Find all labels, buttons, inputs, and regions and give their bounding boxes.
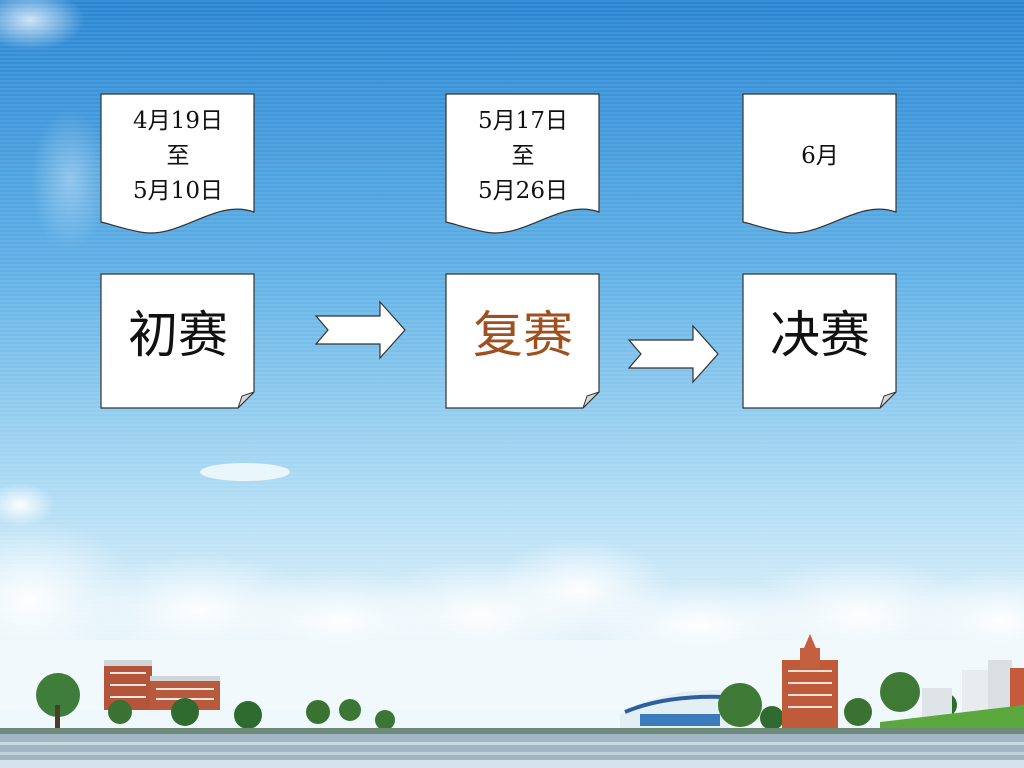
date-text-3: 6月 xyxy=(743,139,897,174)
campus-skyline xyxy=(0,634,1024,768)
stage-card-1 xyxy=(100,273,255,409)
stage-name-1: 初赛 xyxy=(128,306,228,364)
cloud-bank xyxy=(0,483,1024,710)
date-line: 4月19日 xyxy=(133,108,223,134)
date-card-3 xyxy=(742,93,897,234)
date-line: 5月17日 xyxy=(478,108,568,134)
cloud-small xyxy=(200,463,290,481)
date-text-2: 5月17日 至 5月26日 xyxy=(446,104,600,209)
cloud-top-left xyxy=(0,0,110,250)
date-line: 6月 xyxy=(801,143,839,169)
date-text-1: 4月19日 至 5月10日 xyxy=(101,104,255,209)
arrow-right-icon xyxy=(627,324,719,384)
date-card-2 xyxy=(445,93,600,234)
stage-card-3 xyxy=(742,273,897,409)
arrow-right-icon xyxy=(314,300,406,360)
stage-name-3: 决赛 xyxy=(770,306,870,364)
stage-card-2 xyxy=(445,273,600,409)
stage-name-2: 复赛 xyxy=(473,306,573,364)
date-line: 至 xyxy=(511,143,535,169)
date-line: 5月10日 xyxy=(133,178,223,204)
date-card-1 xyxy=(100,93,255,234)
date-line: 至 xyxy=(166,143,190,169)
date-line: 5月26日 xyxy=(478,178,568,204)
